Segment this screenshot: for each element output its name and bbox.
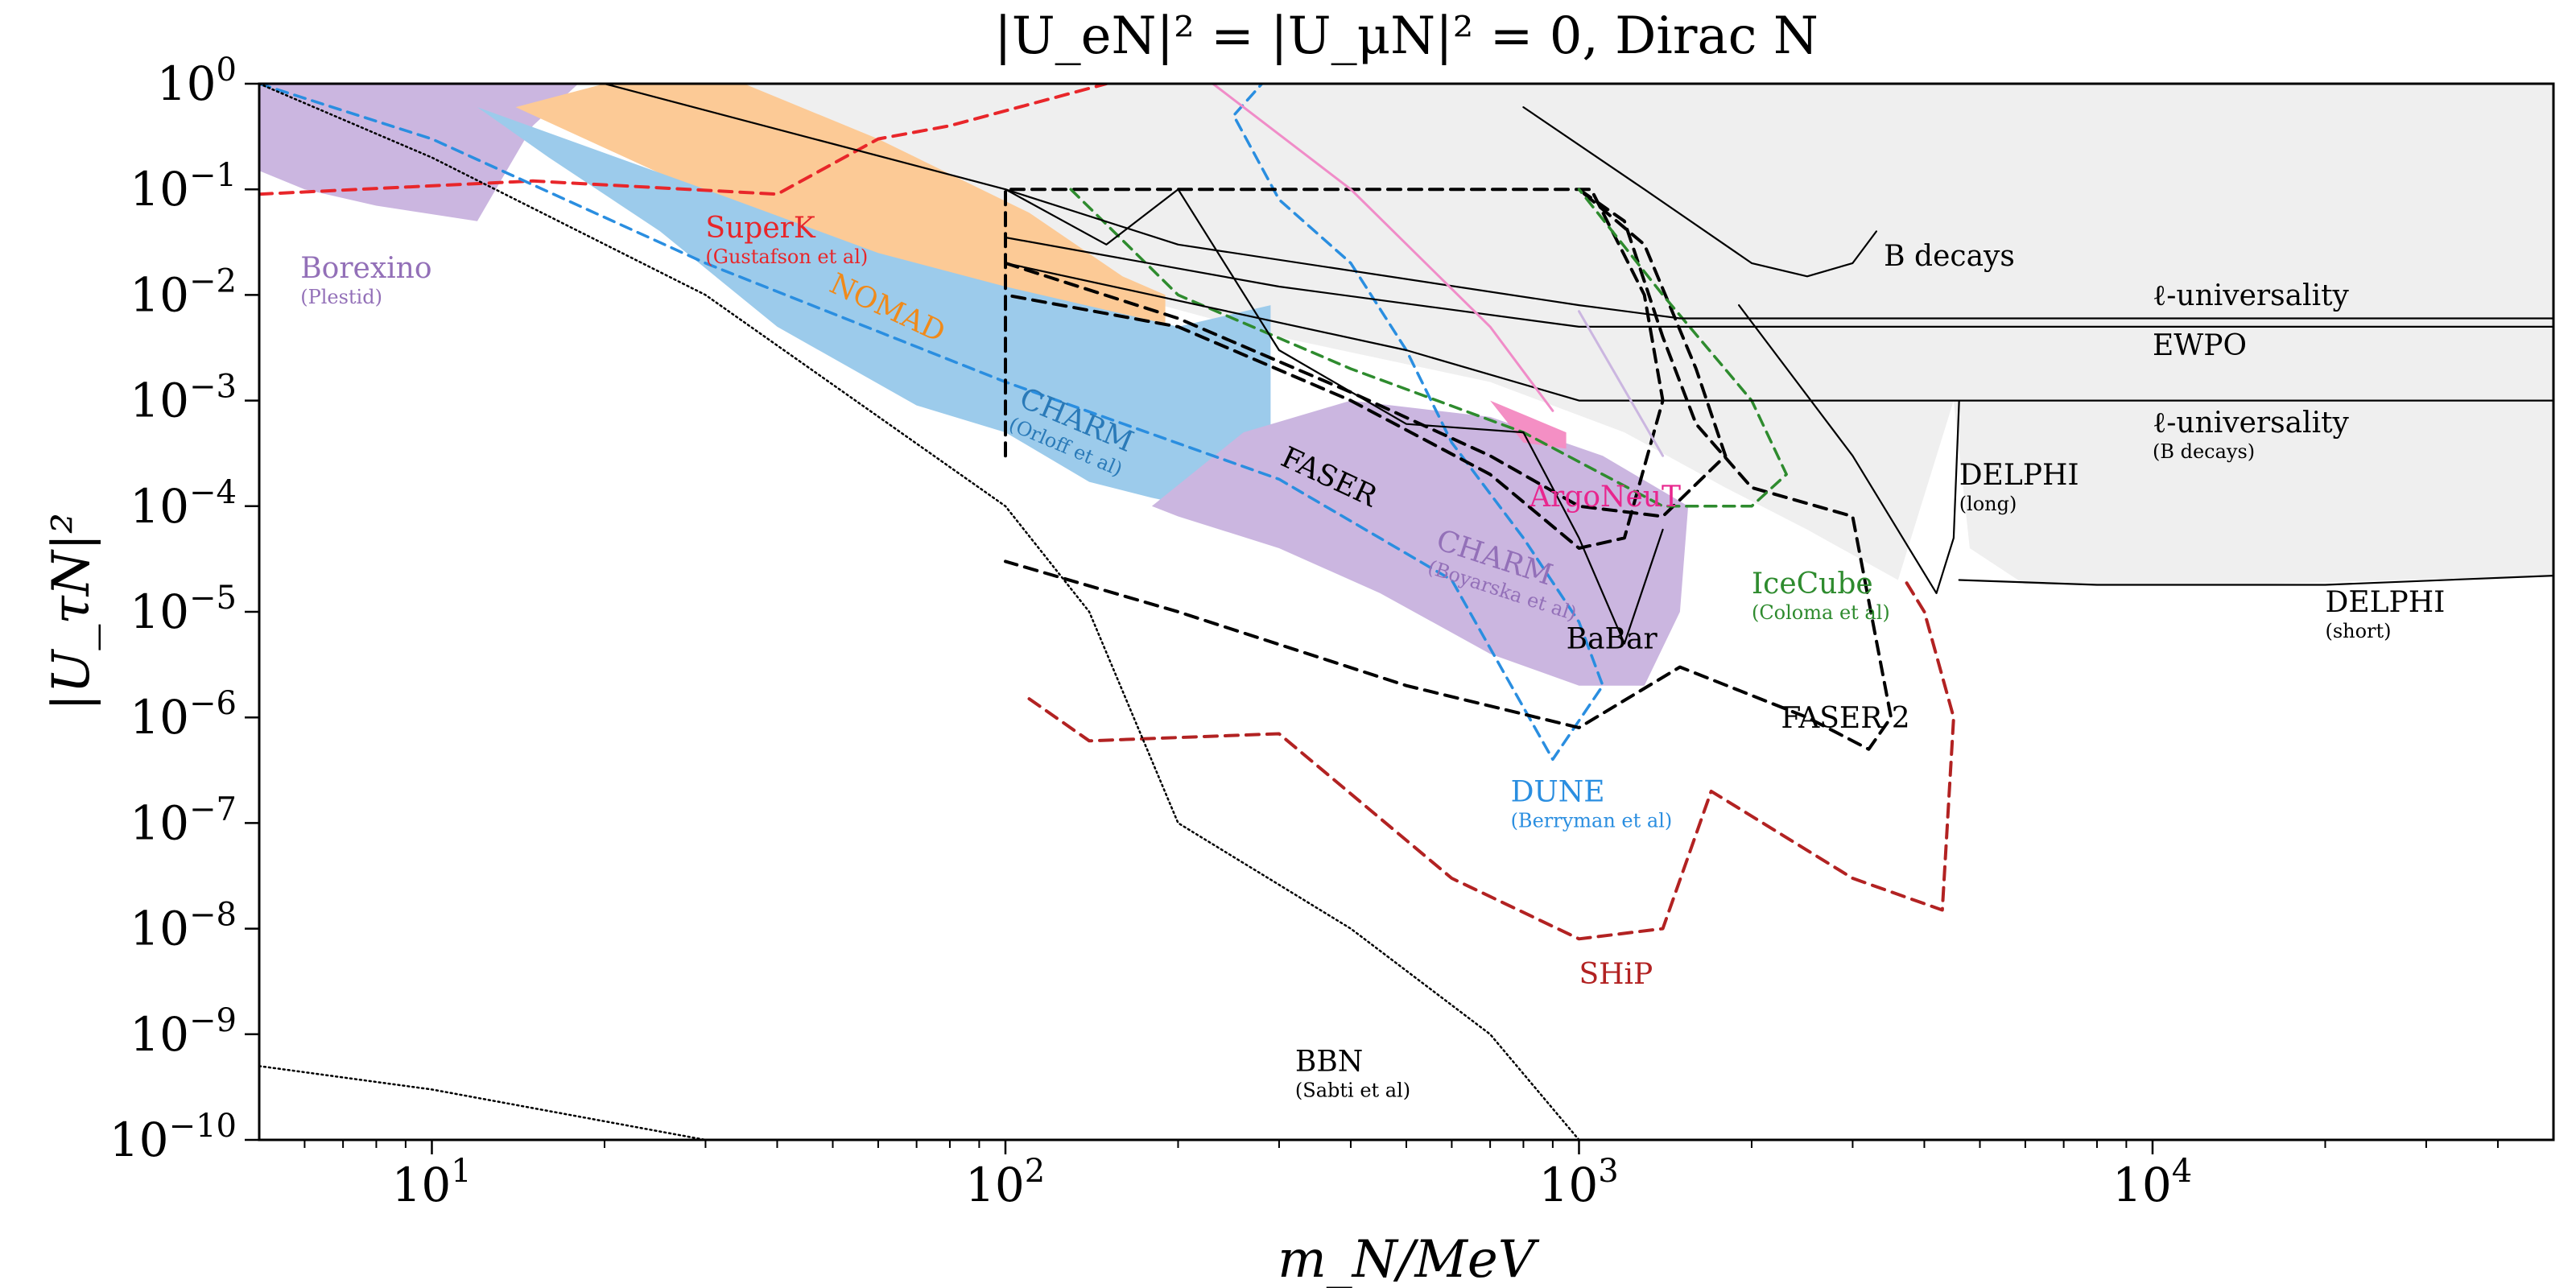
series-icecube-coloma-et-al-line: [1069, 188, 1788, 508]
axes-layer: 101 102 103 104 100 10−1 10−2 10−3 10−4 10−5 10−6 1…: [42, 6, 2555, 1288]
annotation-label: SHiP: [1579, 958, 1653, 991]
annotation-sublabel: (short): [2325, 620, 2391, 642]
annotation-sublabel: (Berryman et al): [1511, 810, 1673, 832]
y-tick-label: 10−2: [130, 262, 237, 322]
y-tick-label: 10−9: [130, 1002, 237, 1062]
annotation-sublabel: (Plestid): [300, 286, 382, 308]
series-lavender-line-line: [1578, 310, 1665, 457]
series-bbn-sabti-et-al-line: [259, 84, 1580, 1140]
annotation-label: IceCube: [1752, 568, 1873, 601]
annotation-label: FASER 2: [1781, 702, 1909, 735]
annotation-ewpo: EWPO: [2153, 329, 2247, 362]
y-tick-label: 10−4: [130, 474, 237, 534]
x-tick-label: 102: [965, 1153, 1045, 1212]
series-faser-2-line: [1004, 188, 1893, 751]
annotation-label: BaBar: [1567, 622, 1658, 655]
series-babar-line: [1004, 188, 1664, 645]
annotation-label: ArgoNeuT: [1529, 481, 1681, 514]
series-delphi-short-line: [1958, 575, 2553, 586]
y-tick-label: 10−7: [130, 791, 237, 850]
annotation-bdecays: B decays: [1884, 240, 2015, 273]
y-tick-label: 10−10: [109, 1108, 237, 1167]
series-b-decays-line: [1522, 106, 1877, 278]
y-tick-label: 10−1: [130, 157, 237, 217]
annotation-lu1: ℓ-universality: [2153, 279, 2350, 312]
series-excluded-region-region: [628, 84, 2553, 585]
x-axis-label: m_N/MeV: [1278, 1230, 1540, 1288]
series-ship-line: [1027, 578, 1955, 941]
series-charm-orloff-et-al-region: [477, 107, 1271, 523]
annotation-delphi_long: DELPHI(long): [1959, 459, 2079, 515]
x-tick-label: 101: [391, 1153, 471, 1212]
series-superk-gustafson-et-al-line: [259, 84, 1108, 196]
annotation-sublabel: (long): [1959, 493, 2017, 515]
series-nomad-region: [515, 84, 1166, 350]
series-universality-line: [603, 84, 2553, 320]
data-layer: [259, 84, 2553, 1140]
annotation-sublabel: (B decays): [2153, 440, 2255, 463]
series-charm-boyarska-et-al-region: [1071, 400, 1689, 686]
annotation-ship: SHiP: [1579, 958, 1653, 991]
y-tick-label: 10−8: [130, 897, 237, 956]
series-faser-line: [1004, 188, 1665, 550]
annotation-icecube: IceCube(Coloma et al): [1752, 568, 1890, 624]
annotation-delphi_short: DELPHI(short): [2325, 586, 2445, 642]
annotation-label: Borexino: [300, 252, 431, 285]
annotation-dune: DUNE(Berryman et al): [1511, 776, 1673, 832]
annotation-borexino: Borexino(Plestid): [300, 252, 431, 308]
series-bbn-lower-line: [259, 1065, 707, 1140]
annotation-label: BBN: [1295, 1045, 1363, 1078]
chart-title: |U_eN|² = |U_μN|² = 0, Dirac N: [994, 6, 1818, 66]
annotation-sublabel: (Sabti et al): [1295, 1079, 1410, 1101]
annotation-bbn: BBN(Sabti et al): [1295, 1045, 1410, 1101]
y-tick-label: 100: [157, 52, 237, 111]
annotation-faser2: FASER 2: [1781, 702, 1909, 735]
annotation-label: SuperK: [705, 212, 815, 245]
series-ewpo-line: [1004, 236, 2553, 328]
annotation-label: ℓ-universality: [2153, 279, 2350, 312]
annotation-lu2: ℓ-universality(B decays): [2153, 407, 2350, 463]
series-universality-b-decays-line: [1004, 262, 2553, 402]
annotation-label: DELPHI: [1959, 459, 2079, 492]
annotation-label: DELPHI: [2325, 586, 2445, 619]
annotation-sublabel: (Coloma et al): [1752, 601, 1890, 624]
series-argoneut-region: [1490, 400, 1567, 449]
annotation-argoneut: ArgoNeuT: [1529, 481, 1681, 514]
series-dune-berryman-et-al-line: [259, 84, 1604, 762]
annotation-sublabel: (Gustafson et al): [705, 246, 868, 268]
y-axis-label: |U_τN|²: [42, 513, 101, 711]
annotation-babar: BaBar: [1567, 622, 1658, 655]
y-tick-label: 10−5: [130, 580, 237, 639]
y-tick-label: 10−3: [130, 369, 237, 428]
annotation-label: ℓ-universality: [2153, 407, 2350, 440]
x-tick-label: 104: [2112, 1153, 2192, 1212]
y-tick-label: 10−6: [130, 685, 237, 745]
series-pink-line-line: [1212, 84, 1554, 412]
x-tick-label: 103: [1538, 1153, 1618, 1212]
series-delphi-long-line: [1738, 304, 1960, 594]
annotation-label: EWPO: [2153, 329, 2247, 362]
annotation-label: DUNE: [1511, 776, 1605, 809]
annotation-label: B decays: [1884, 240, 2015, 273]
annotation-superk: SuperK(Gustafson et al): [705, 212, 868, 268]
